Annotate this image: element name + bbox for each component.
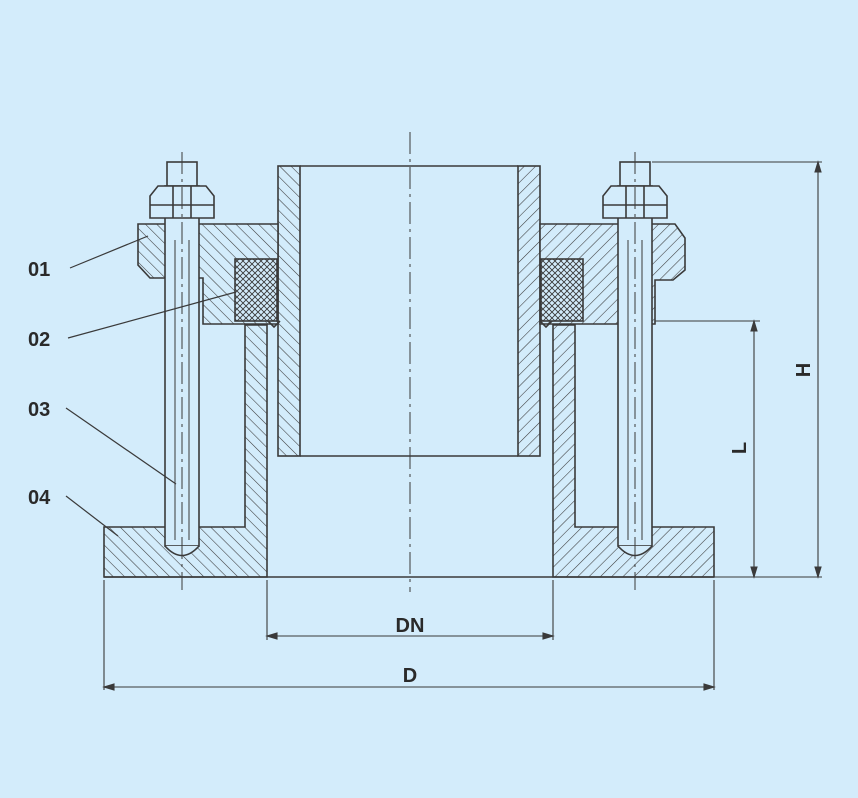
packing-seal <box>234 258 584 329</box>
sleeve-pipe <box>277 165 541 457</box>
callout-04-label: 04 <box>28 487 51 509</box>
callout-leaders <box>65 235 237 537</box>
dimension-dn-label: DN <box>396 615 425 637</box>
callout-03-label: 03 <box>28 399 50 421</box>
dimension-lines <box>102 160 822 691</box>
callout-01-label: 01 <box>28 259 50 281</box>
dimension-h-label: H <box>793 363 815 377</box>
dimension-l-label: L <box>729 442 751 454</box>
centerlines <box>181 132 636 592</box>
callout-02-label: 02 <box>28 329 50 351</box>
dimension-d-label: D <box>403 665 417 687</box>
base-flange <box>103 324 715 578</box>
gland-ring <box>137 223 686 325</box>
